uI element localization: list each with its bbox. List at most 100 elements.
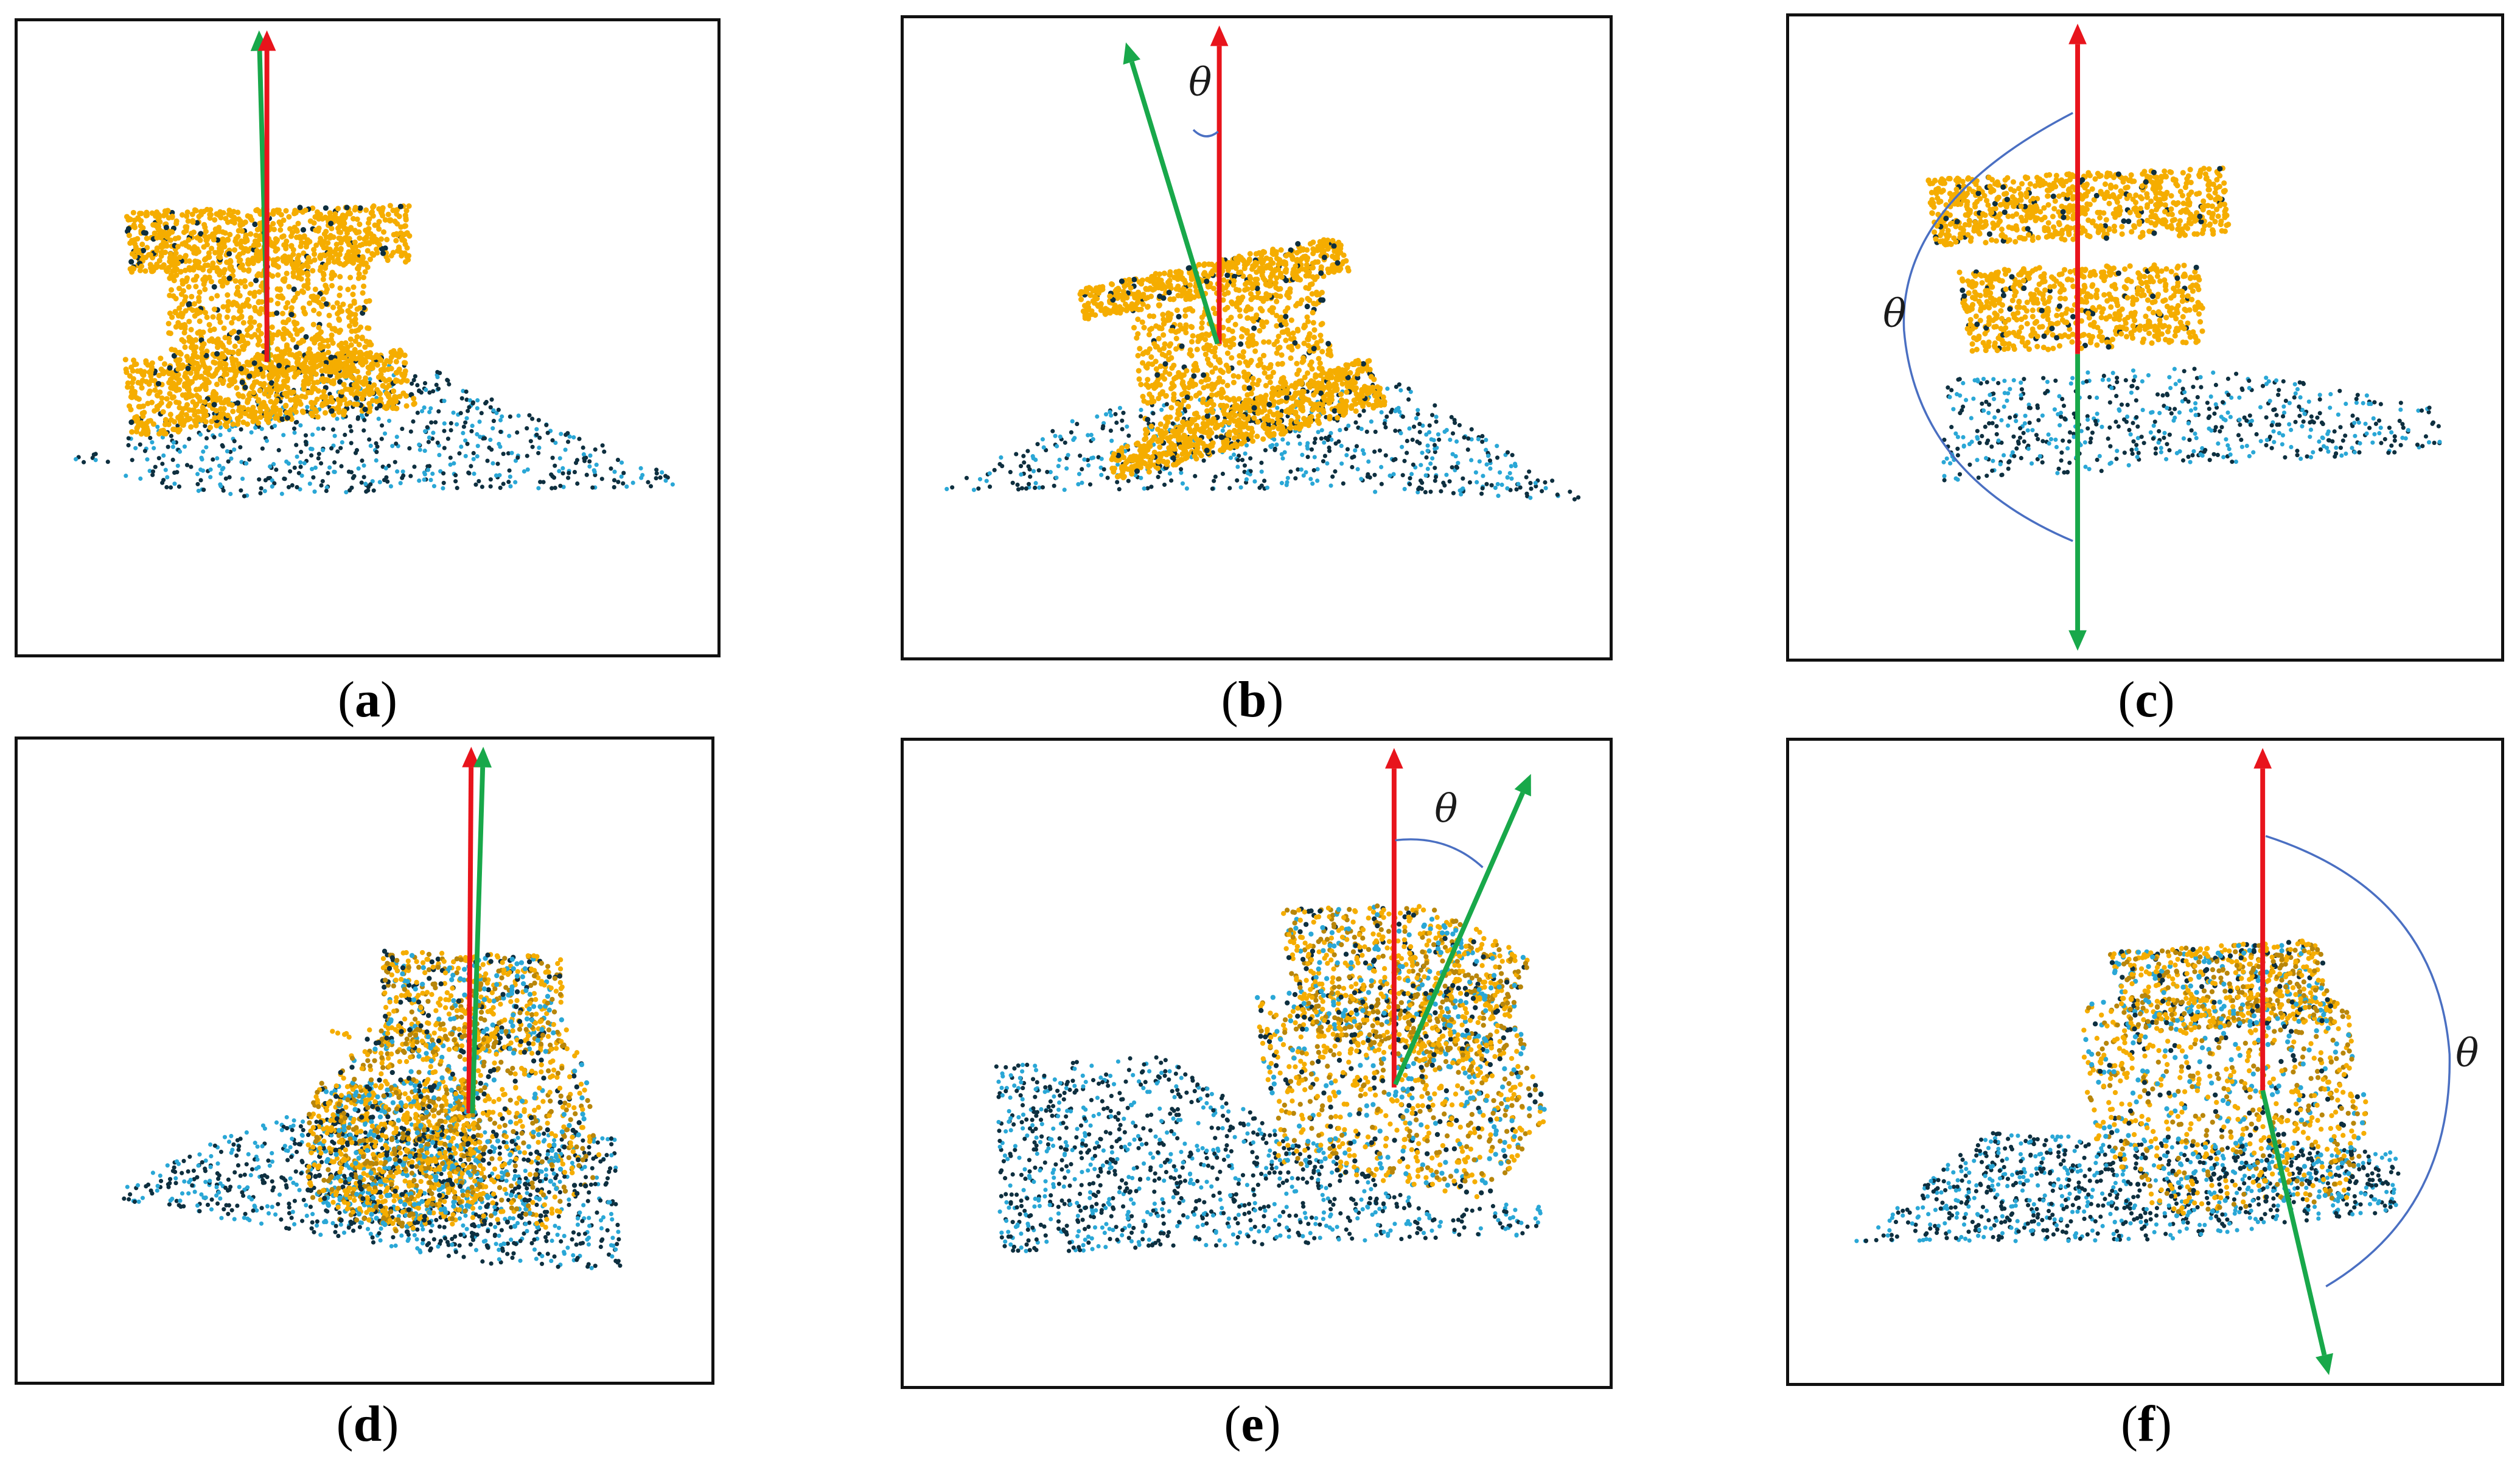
cloud-point xyxy=(1167,371,1173,377)
cloud-point xyxy=(1229,410,1235,416)
cloud-point xyxy=(312,489,317,494)
cloud-point xyxy=(1316,355,1322,362)
cloud-point xyxy=(327,391,332,396)
cloud-point xyxy=(1360,361,1366,367)
cloud-point xyxy=(1230,373,1237,379)
cloud-point xyxy=(319,368,325,374)
cloud-point xyxy=(365,370,371,376)
cloud-point xyxy=(1279,329,1285,335)
cloud-point xyxy=(295,485,299,490)
cloud-point xyxy=(1230,396,1237,402)
cloud-point xyxy=(327,465,332,470)
cloud-point xyxy=(1174,307,1180,313)
cloud-point xyxy=(1109,413,1114,418)
cloud-point xyxy=(399,237,405,243)
cloud-point xyxy=(472,471,476,476)
cloud-point xyxy=(319,483,324,488)
cloud-point xyxy=(300,409,306,415)
cloud-point xyxy=(441,486,445,491)
cloud-point xyxy=(374,458,379,463)
cloud-point xyxy=(201,279,208,285)
cloud-point xyxy=(1103,412,1109,417)
cloud-point xyxy=(1290,403,1296,409)
cloud-point xyxy=(247,325,253,331)
cloud-point xyxy=(417,447,422,452)
cloud-point xyxy=(74,457,79,461)
cloud-point xyxy=(1220,471,1225,477)
cloud-point xyxy=(1285,480,1290,485)
cloud-point xyxy=(239,262,245,268)
cloud-point xyxy=(384,236,390,243)
cloud-point xyxy=(599,477,604,481)
cloud-point xyxy=(187,267,193,273)
cloud-point xyxy=(1141,324,1147,331)
cloud-point xyxy=(1109,438,1114,443)
cloud-point xyxy=(1540,489,1544,494)
cloud-point xyxy=(184,209,190,215)
cloud-point xyxy=(311,307,317,313)
cloud-point xyxy=(466,408,470,413)
cloud-point xyxy=(1309,291,1315,297)
cloud-point xyxy=(402,250,408,256)
cloud-point xyxy=(425,464,430,469)
cloud-point xyxy=(181,329,187,336)
cloud-point xyxy=(1188,352,1195,359)
cloud-point xyxy=(553,485,557,491)
cloud-point xyxy=(1427,430,1432,435)
cloud-point xyxy=(356,349,362,355)
cloud-point xyxy=(1177,322,1183,328)
cloud-point xyxy=(287,332,293,338)
cloud-point xyxy=(1231,435,1237,441)
cloud-point xyxy=(354,368,360,374)
cloud-point xyxy=(447,382,452,387)
cloud-point xyxy=(1120,418,1125,423)
cloud-point xyxy=(1261,416,1268,422)
cloud-point xyxy=(1280,456,1285,461)
cloud-point xyxy=(297,205,303,211)
cloud-point xyxy=(321,351,327,357)
cloud-point xyxy=(212,226,218,233)
cloud-point xyxy=(316,456,321,461)
cloud-point xyxy=(296,471,301,475)
cloud-point xyxy=(341,382,347,388)
cloud-point xyxy=(1325,385,1332,391)
cloud-point xyxy=(1251,415,1257,421)
cloud-point xyxy=(1218,402,1224,408)
cloud-point xyxy=(1383,425,1388,430)
cloud-point xyxy=(1576,495,1581,500)
cloud-point xyxy=(337,379,343,385)
cloud-point xyxy=(1373,489,1378,494)
cloud-point xyxy=(1269,309,1276,315)
cloud-point xyxy=(319,402,326,408)
cloud-point xyxy=(321,379,327,385)
cloud-point xyxy=(248,281,254,287)
cloud-point xyxy=(235,391,242,397)
cloud-point xyxy=(247,319,253,325)
cloud-point xyxy=(1041,445,1046,450)
cloud-point xyxy=(295,358,301,364)
cloud-point xyxy=(127,373,133,379)
cloud-point xyxy=(646,480,651,485)
cloud-point xyxy=(393,460,397,464)
cloud-point xyxy=(1245,471,1250,475)
cloud-point xyxy=(156,373,162,379)
cloud-point xyxy=(1174,416,1180,422)
cloud-point xyxy=(1327,416,1333,422)
cloud-point xyxy=(264,410,270,416)
cloud-point xyxy=(175,423,180,428)
cloud-point xyxy=(319,303,325,309)
cloud-point xyxy=(1182,313,1188,319)
cloud-point xyxy=(134,418,140,424)
cloud-point xyxy=(1243,359,1249,365)
cloud-point xyxy=(396,351,402,357)
cloud-point xyxy=(1263,382,1269,389)
cloud-point xyxy=(361,475,366,480)
cloud-point xyxy=(1115,452,1122,458)
cloud-point xyxy=(1159,373,1165,379)
cloud-point xyxy=(225,292,231,298)
cloud-point xyxy=(1000,464,1005,469)
cloud-point xyxy=(1241,369,1247,376)
cloud-point xyxy=(290,337,296,343)
cloud-point xyxy=(1300,355,1307,361)
cloud-point xyxy=(195,472,200,477)
